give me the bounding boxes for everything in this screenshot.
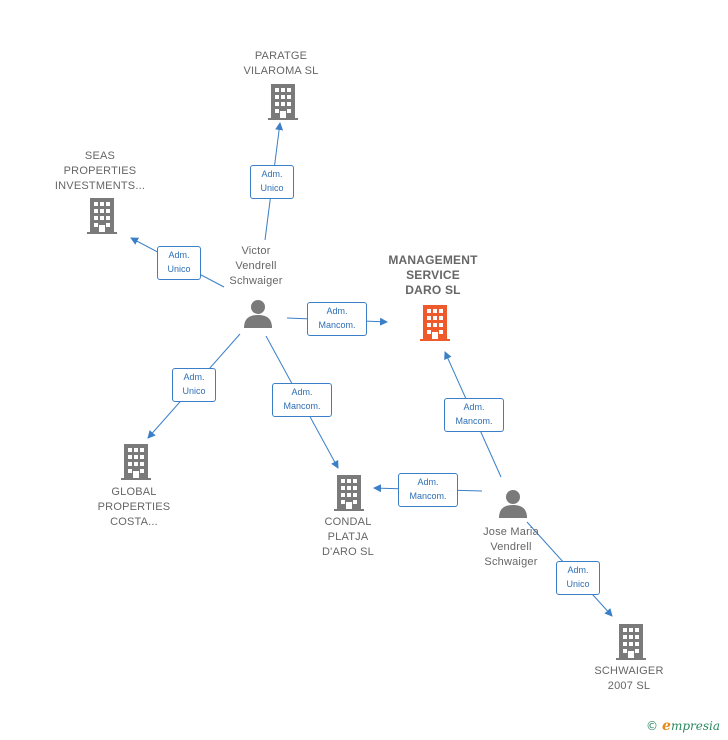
building-icon[interactable]: [121, 444, 151, 480]
node-label-victor[interactable]: Victor Vendrell Schwaiger: [229, 245, 283, 287]
node-label-jose[interactable]: Jose Maria Vendrell Schwaiger: [483, 526, 539, 568]
brand-logo: ©empresia: [646, 718, 720, 734]
node-label-schwaiger2007[interactable]: SCHWAIGER 2007 SL: [594, 665, 664, 692]
node-label-management[interactable]: MANAGEMENT SERVICE DARO SL: [388, 253, 478, 297]
building-icon[interactable]: [616, 624, 646, 660]
node-label-seas[interactable]: SEAS PROPERTIES INVESTMENTS...: [54, 150, 146, 192]
building-icon[interactable]: [268, 84, 298, 120]
building-icon[interactable]: [334, 475, 364, 511]
building-icon[interactable]: [419, 305, 451, 341]
copyright-symbol: ©: [646, 719, 659, 733]
person-icon[interactable]: [243, 299, 273, 329]
role-jose-schwaiger2007: Adm. Unico: [556, 561, 600, 595]
node-label-condal[interactable]: CONDAL PLATJA D'ARO SL: [322, 516, 374, 558]
role-victor-global: Adm. Unico: [172, 368, 216, 402]
role-victor-seas: Adm. Unico: [157, 246, 201, 280]
node-label-paratge[interactable]: PARATGE VILAROMA SL: [243, 50, 319, 77]
role-victor-condal: Adm. Mancom.: [272, 383, 332, 417]
building-icon[interactable]: [87, 198, 117, 234]
node-label-global[interactable]: GLOBAL PROPERTIES COSTA...: [97, 486, 171, 528]
role-victor-management: Adm. Mancom.: [307, 302, 367, 336]
brand-initial: e: [662, 718, 671, 734]
role-jose-management: Adm. Mancom.: [444, 398, 504, 432]
brand-name: mpresia: [670, 719, 720, 733]
person-icon[interactable]: [498, 489, 528, 519]
role-jose-condal: Adm. Mancom.: [398, 473, 458, 507]
role-victor-paratge: Adm. Unico: [250, 165, 294, 199]
